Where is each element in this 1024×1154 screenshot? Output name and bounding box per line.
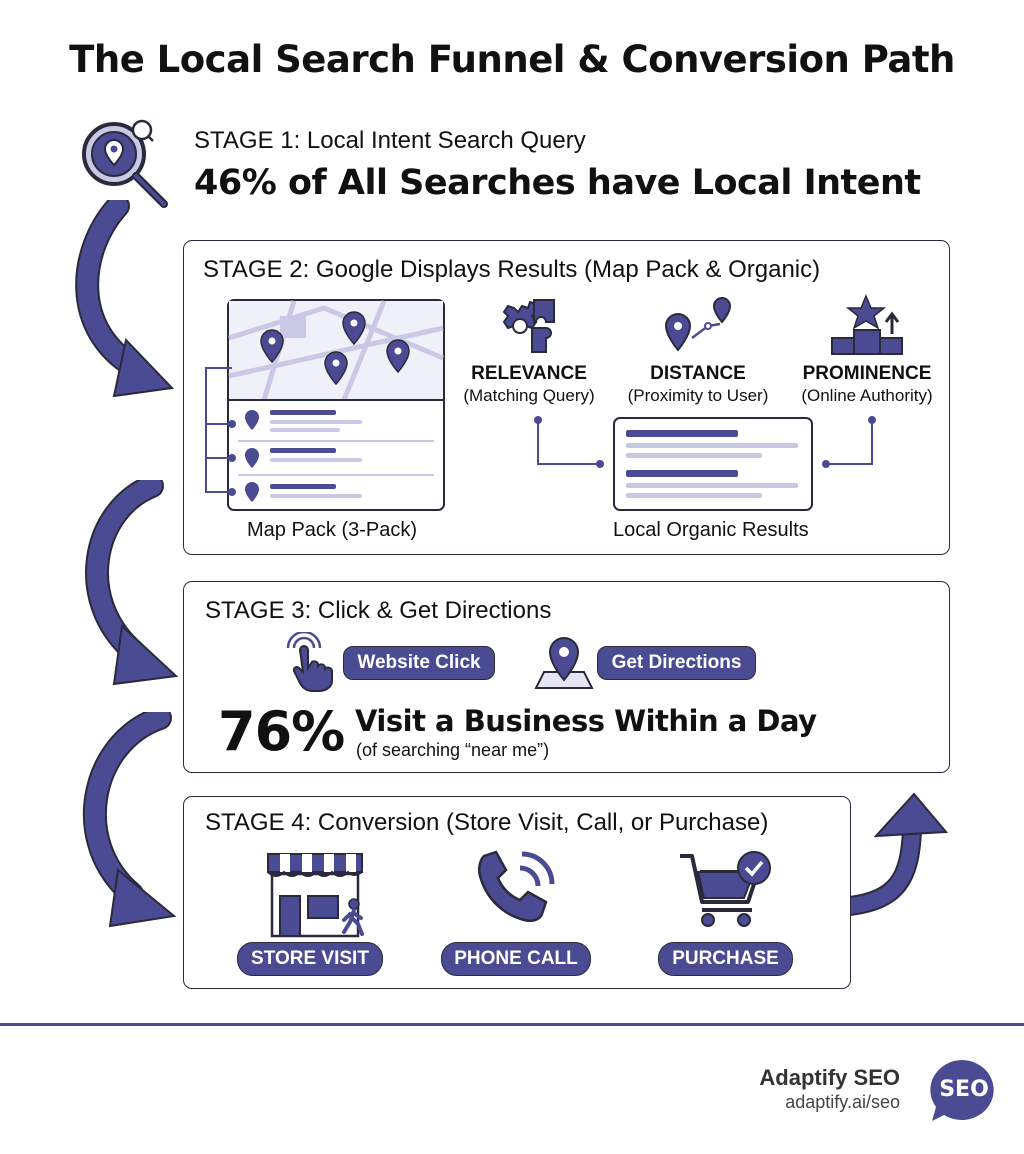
- website-click-button[interactable]: Website Click: [343, 646, 495, 680]
- factor-distance-subtitle: (Proximity to User): [627, 386, 769, 405]
- organic-results-label: Local Organic Results: [613, 519, 809, 541]
- purchase-badge: PURCHASE: [658, 942, 793, 976]
- seo-badge-icon: [928, 1058, 998, 1124]
- footer-divider: [0, 1023, 1024, 1026]
- factor-relevance-title: RELEVANCE: [471, 363, 587, 384]
- map-pack-label: Map Pack (3-Pack): [247, 519, 418, 541]
- map-pack-illustration: [204, 298, 448, 514]
- search-location-icon: [78, 118, 172, 212]
- stage3-stat-text: Visit a Business Within a Day: [355, 704, 817, 738]
- factor-distance-title: DISTANCE: [650, 363, 746, 384]
- funnel-arrow-exit: [846, 790, 956, 920]
- get-directions-button[interactable]: Get Directions: [597, 646, 756, 680]
- stage3-stat-value: 76%: [218, 700, 345, 763]
- factor-prominence-title: PROMINENCE: [802, 363, 932, 384]
- stage4-heading: STAGE 4: Conversion (Store Visit, Call, …: [205, 809, 769, 836]
- stage1-stat: 46% of All Searches have Local Intent: [194, 163, 921, 203]
- stage3-stat-subtext: (of searching “near me”): [356, 740, 550, 760]
- footer-brand: Adaptify SEO: [759, 1065, 900, 1090]
- map-pin-icon: [534, 636, 594, 690]
- storefront-icon: [262, 848, 372, 940]
- tap-hand-icon: [284, 632, 340, 692]
- factor-prominence-subtitle: (Online Authority): [801, 386, 933, 405]
- funnel-arrow-2: [72, 480, 182, 690]
- footer-url[interactable]: adaptify.ai/seo: [785, 1092, 900, 1112]
- puzzle-gear-icon: [496, 296, 562, 356]
- seo-badge-text: SEO: [939, 1077, 989, 1102]
- organic-results-illustration: [530, 410, 890, 518]
- phone-call-badge: PHONE CALL: [441, 942, 591, 976]
- funnel-arrow-1: [68, 200, 178, 400]
- stage1-heading: STAGE 1: Local Intent Search Query: [194, 127, 586, 154]
- stage3-heading: STAGE 3: Click & Get Directions: [205, 597, 552, 624]
- podium-star-icon: [828, 294, 908, 356]
- cart-check-icon: [676, 848, 776, 938]
- funnel-arrow-3: [70, 712, 180, 932]
- route-pins-icon: [658, 296, 738, 356]
- store-visit-badge: STORE VISIT: [237, 942, 383, 976]
- factor-relevance-subtitle: (Matching Query): [463, 386, 595, 405]
- stage2-heading: STAGE 2: Google Displays Results (Map Pa…: [203, 256, 821, 283]
- phone-icon: [470, 846, 560, 936]
- page-title: The Local Search Funnel & Conversion Pat…: [69, 38, 955, 81]
